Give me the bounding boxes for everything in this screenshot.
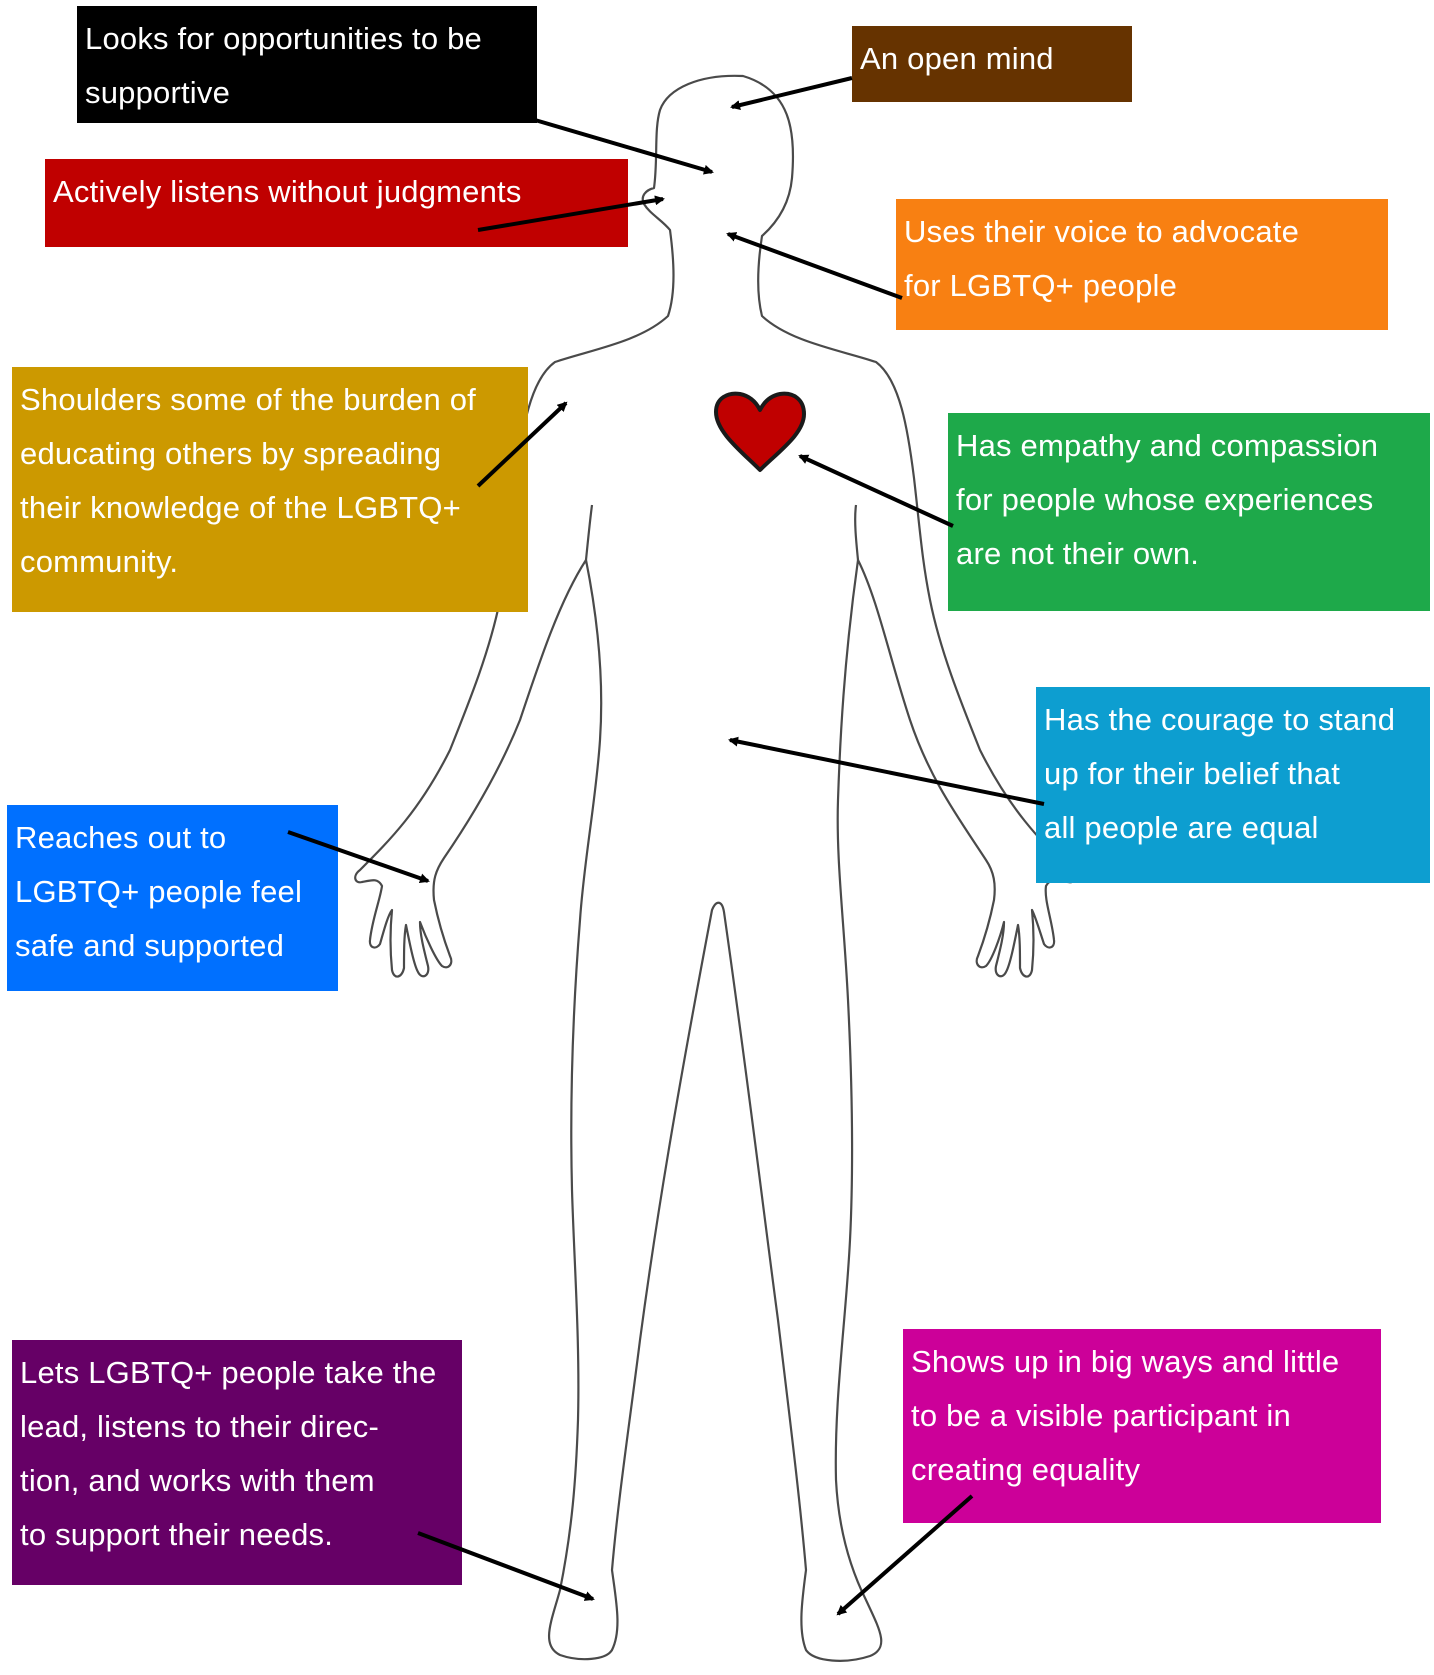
heart-icon — [716, 394, 804, 470]
callout-shows-up-line-1: Shows up in big ways and little — [911, 1335, 1373, 1389]
callout-reaches-line-2: LGBTQ+ people feel — [15, 865, 330, 919]
callout-lead: Lets LGBTQ+ people take the lead, listen… — [12, 1340, 462, 1585]
right-arm-inner-line — [855, 505, 858, 560]
callout-empathy: Has empathy and compassion for people wh… — [948, 413, 1430, 611]
callout-shoulders-line-2: educating others by spreading — [20, 427, 520, 481]
callout-courage-line-3: all people are equal — [1044, 801, 1422, 855]
callout-shoulders-line-4: community. — [20, 535, 520, 589]
callout-empathy-line-1: Has empathy and compassion — [956, 419, 1422, 473]
left-arm-inner-line — [586, 505, 592, 560]
callout-voice: Uses their voice to advocate for LGBTQ+ … — [896, 199, 1388, 330]
callout-reaches-line-1: Reaches out to — [15, 811, 330, 865]
callout-shows-up-line-2: to be a visible participant in — [911, 1389, 1373, 1443]
callout-voice-line-1: Uses their voice to advocate — [904, 205, 1380, 259]
callout-reaches: Reaches out to LGBTQ+ people feel safe a… — [7, 805, 338, 991]
callout-shoulders: Shoulders some of the burden of educatin… — [12, 367, 528, 612]
callout-shoulders-line-3: their knowledge of the LGBTQ+ — [20, 481, 520, 535]
callout-listens-line-1: Actively listens without judgments — [53, 165, 620, 219]
callout-empathy-line-2: for people whose experiences — [956, 473, 1422, 527]
callout-reaches-line-3: safe and supported — [15, 919, 330, 973]
callout-shows-up: Shows up in big ways and little to be a … — [903, 1329, 1381, 1523]
callout-supportive-line-1: Looks for opportunities to be — [85, 12, 529, 66]
callout-shows-up-line-3: creating equality — [911, 1443, 1373, 1497]
callout-lead-line-3: tion, and works with them — [20, 1454, 454, 1508]
callout-open-mind: An open mind — [852, 26, 1132, 102]
callout-shoulders-line-1: Shoulders some of the burden of — [20, 373, 520, 427]
callout-lead-line-4: to support their needs. — [20, 1508, 454, 1562]
callout-open-mind-line-1: An open mind — [860, 32, 1124, 86]
callout-courage: Has the courage to stand up for their be… — [1036, 687, 1430, 883]
callout-lead-line-1: Lets LGBTQ+ people take the — [20, 1346, 454, 1400]
callout-voice-line-2: for LGBTQ+ people — [904, 259, 1380, 313]
callout-supportive: Looks for opportunities to be supportive — [77, 6, 537, 123]
callout-courage-line-1: Has the courage to stand — [1044, 693, 1422, 747]
callout-empathy-line-3: are not their own. — [956, 527, 1422, 581]
callout-lead-line-2: lead, listens to their direc- — [20, 1400, 454, 1454]
callout-courage-line-2: up for their belief that — [1044, 747, 1422, 801]
callout-listens: Actively listens without judgments — [45, 159, 628, 247]
callout-supportive-line-2: supportive — [85, 66, 529, 120]
